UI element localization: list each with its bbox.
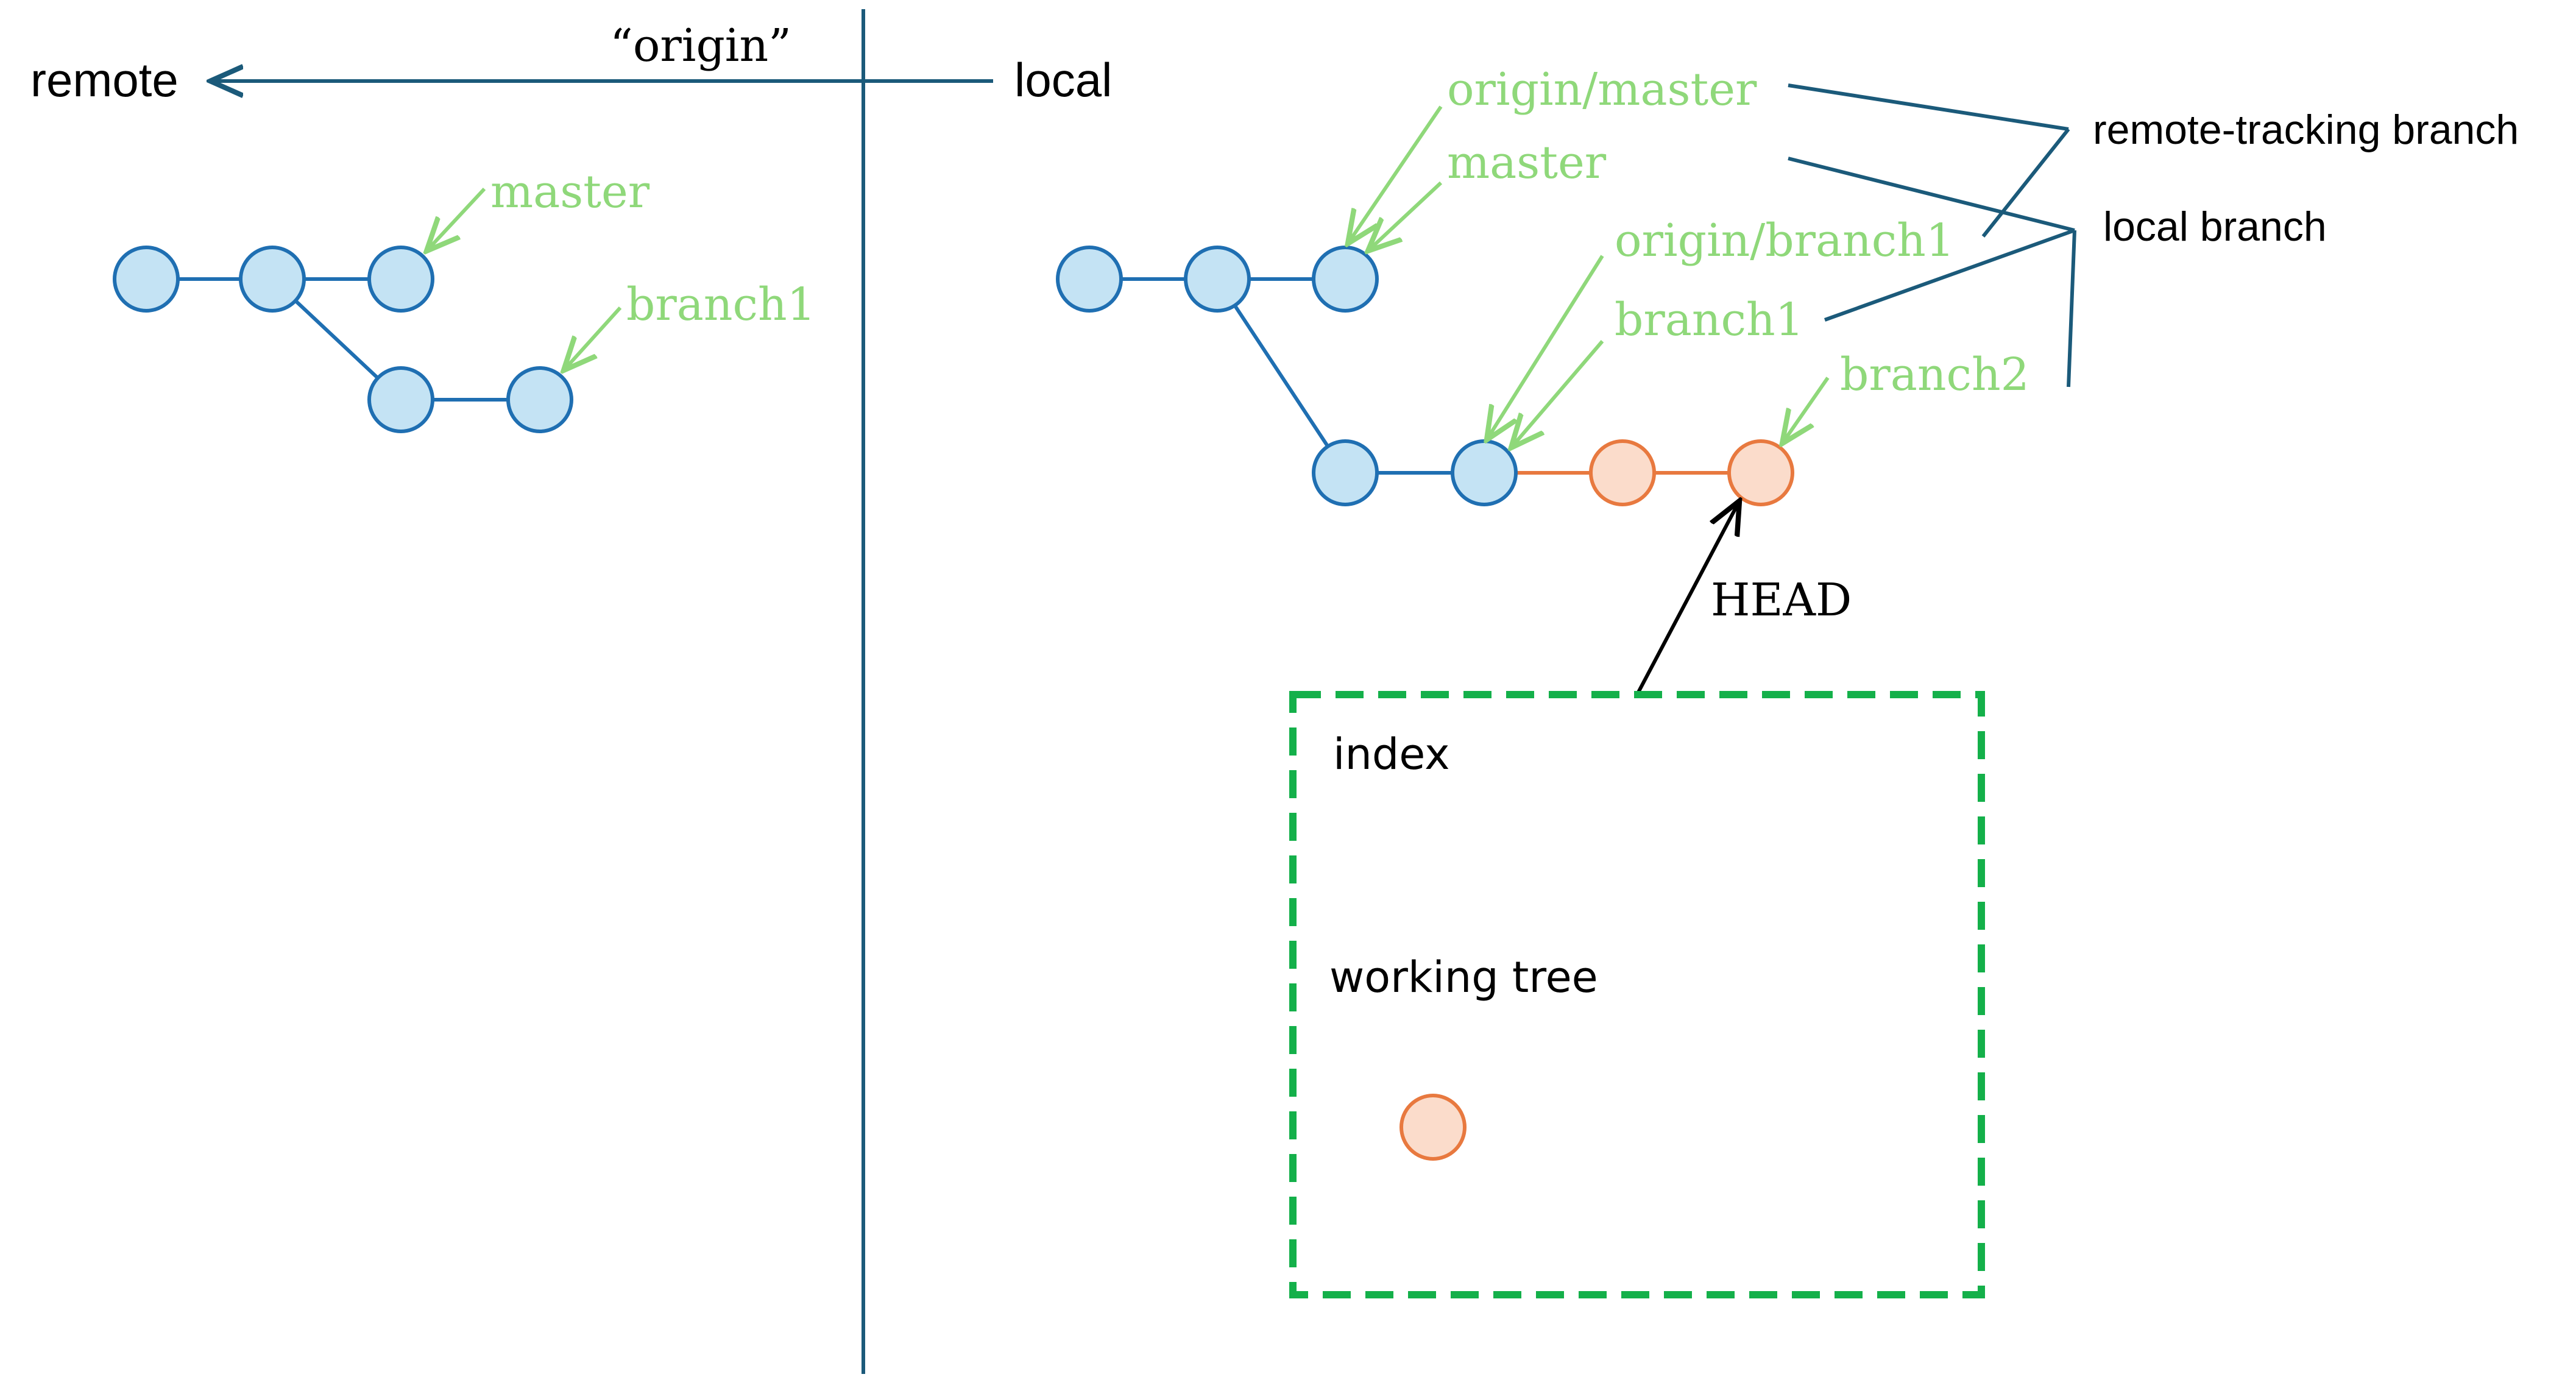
remote-commit — [506, 366, 573, 433]
branch2-label: branch2 — [1840, 349, 2029, 401]
local-commit — [1451, 439, 1518, 506]
remote-master-label: master — [490, 166, 650, 218]
local-commit-unpushed — [1727, 439, 1794, 506]
working-tree-change — [1399, 1094, 1467, 1161]
workspace-box — [1289, 691, 1985, 1298]
remote-label: remote — [30, 53, 179, 107]
remote-master-arrow — [426, 187, 486, 251]
local-commit — [1056, 246, 1123, 313]
branch2-arrow — [1782, 377, 1830, 444]
master-arrow — [1368, 181, 1443, 251]
branch1-arrow — [1511, 340, 1604, 448]
head-arrow — [1636, 501, 1739, 695]
remote-commit — [367, 366, 434, 433]
local-commit-unpushed — [1589, 439, 1656, 506]
origin-master-arrow — [1348, 105, 1443, 244]
remote-commit-graph — [113, 246, 573, 433]
remote-commit — [367, 246, 434, 313]
remote-commit — [239, 246, 306, 313]
remote-commit — [113, 246, 180, 313]
local-branch-bracket — [1788, 157, 2076, 388]
local-edge — [1215, 278, 1347, 474]
origin-branch1-arrow — [1487, 255, 1604, 440]
local-commit-graph — [1056, 246, 1794, 506]
remote-tracking-bracket — [1788, 83, 2070, 238]
local-branch-label: local branch — [2103, 204, 2327, 250]
origin-master-label: origin/master — [1447, 63, 1757, 116]
local-commit — [1184, 246, 1251, 313]
local-label: local — [1014, 53, 1112, 107]
local-commit — [1312, 246, 1379, 313]
origin-label: “origin” — [610, 19, 791, 72]
remote-branch1-arrow — [564, 306, 622, 370]
master-label: master — [1447, 136, 1607, 189]
branch1-label: branch1 — [1615, 294, 1804, 346]
remote-branch1-label: branch1 — [626, 278, 816, 331]
remote-tracking-branch-label: remote-tracking branch — [2093, 107, 2519, 153]
head-label: HEAD — [1711, 574, 1852, 626]
origin-branch1-label: origin/branch1 — [1615, 214, 1955, 267]
index-label: index — [1333, 729, 1450, 779]
local-commit — [1312, 439, 1379, 506]
working-tree-label: working tree — [1329, 952, 1598, 1002]
